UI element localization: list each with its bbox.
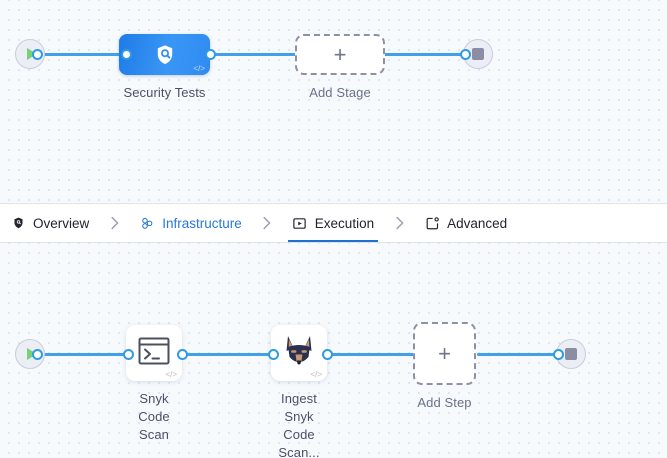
tab-separator-1: [99, 204, 129, 242]
start-node-output-port[interactable]: [32, 49, 43, 60]
add-stage-button[interactable]: + Add Stage: [295, 34, 385, 102]
step-node-ingest-snyk-code-scan[interactable]: </> Ingest Snyk Code Scan...: [271, 325, 327, 458]
ingest-snyk-input-port[interactable]: [268, 349, 279, 360]
snyk-doberman-icon: [284, 334, 314, 373]
tab-separator-2: [252, 204, 282, 242]
play-icon: [26, 48, 37, 60]
terminal-icon: [137, 336, 171, 371]
step-start-node[interactable]: [15, 339, 45, 369]
step-start-output-port[interactable]: [32, 349, 43, 360]
step-graph-canvas[interactable]: </> Snyk Code Scan: [0, 243, 667, 458]
stop-icon: [565, 348, 577, 360]
tab-overview-label: Overview: [33, 215, 90, 231]
plus-icon: +: [438, 340, 451, 366]
edge-ingest-to-add-step: [330, 353, 414, 356]
shield-search-icon: [152, 42, 178, 68]
play-box-icon: [292, 215, 308, 231]
edge-add-step-to-end: [477, 353, 561, 356]
snyk-code-scan-output-port[interactable]: [177, 349, 188, 360]
edge-snyk-code-scan-to-ingest: [186, 353, 276, 356]
step-node-label: Snyk Code Scan: [138, 391, 170, 442]
step-end-input-port[interactable]: [553, 349, 564, 360]
step-code-marker: </>: [165, 370, 177, 379]
edge-add-stage-to-end: [383, 53, 475, 56]
tab-separator-3: [384, 204, 414, 242]
stop-icon: [472, 48, 484, 60]
add-step-label: Add Step: [417, 395, 472, 410]
stage-node-security-tests[interactable]: </> Security Tests: [119, 34, 210, 102]
cluster-nodes-icon: [139, 215, 155, 231]
edge-start-to-snyk-code-scan: [36, 353, 128, 356]
edge-start-to-security-tests: [36, 53, 126, 56]
tab-advanced[interactable]: Advanced: [414, 204, 517, 242]
step-node-snyk-code-scan[interactable]: </> Snyk Code Scan: [126, 325, 182, 444]
add-step-button[interactable]: + Add Step: [413, 322, 476, 412]
security-tests-output-port[interactable]: [205, 49, 216, 60]
security-tests-input-port[interactable]: [121, 49, 132, 60]
stage-node-label: Security Tests: [123, 85, 206, 100]
tab-execution[interactable]: Execution: [282, 204, 384, 242]
step-code-marker: </>: [310, 370, 322, 379]
tab-infrastructure-label: Infrastructure: [162, 215, 242, 231]
tab-infrastructure[interactable]: Infrastructure: [129, 204, 252, 242]
edge-security-tests-to-add-stage: [214, 53, 304, 56]
tab-advanced-label: Advanced: [447, 215, 508, 231]
settings-box-icon: [424, 215, 440, 231]
stage-config-tabbar[interactable]: Overview Infrastructure: [0, 203, 667, 243]
snyk-code-scan-input-port[interactable]: [123, 349, 134, 360]
stage-code-marker: </>: [193, 64, 205, 73]
plus-icon: +: [333, 41, 347, 67]
pipeline-start-node[interactable]: [15, 39, 45, 69]
end-node-input-port[interactable]: [460, 49, 471, 60]
shield-icon: [10, 215, 26, 231]
tab-execution-label: Execution: [314, 215, 375, 231]
add-stage-label: Add Stage: [309, 85, 371, 100]
stage-graph-canvas[interactable]: </> Security Tests + Add Stage: [0, 0, 667, 203]
step-node-label: Ingest Snyk Code Scan...: [278, 391, 320, 458]
tab-overview[interactable]: Overview: [0, 204, 99, 242]
ingest-snyk-output-port[interactable]: [322, 349, 333, 360]
play-icon: [26, 348, 37, 360]
